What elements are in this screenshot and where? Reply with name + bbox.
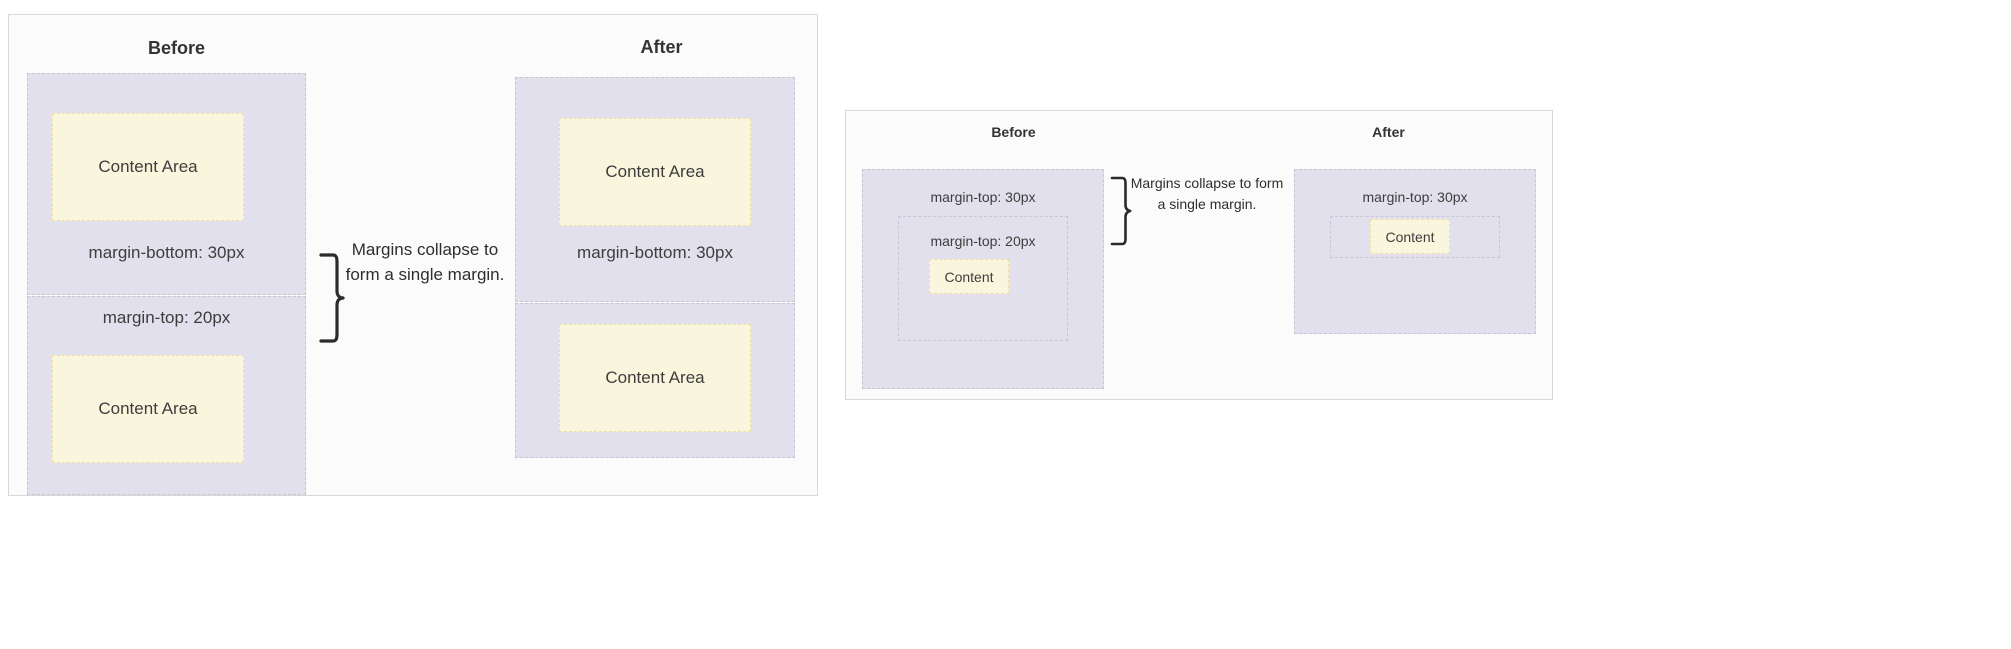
before-content-area-2: Content Area	[52, 355, 244, 463]
before-outer-margin-label: margin-top: 30px	[930, 189, 1036, 205]
before-column-title: Before	[147, 38, 205, 58]
before-margin-bottom-label: margin-bottom: 30px	[88, 243, 245, 262]
after-margin-bottom-label: margin-bottom: 30px	[577, 243, 733, 262]
before-inner-margin-label: margin-top: 20px	[930, 233, 1036, 249]
before-margin-top-label: margin-top: 20px	[102, 308, 231, 327]
curly-brace-icon	[1108, 176, 1132, 246]
margin-collapsing-siblings-diagram: Before After Content Area margin-bottom:…	[8, 14, 818, 496]
margins-collapse-annotation: Margins collapse to form a single margin…	[345, 240, 505, 284]
after-outer-margin-label: margin-top: 30px	[1362, 189, 1468, 205]
after-content-area-2: Content Area	[559, 324, 751, 432]
after-column-title: After	[640, 37, 683, 57]
after-content-area-1: Content Area	[559, 118, 751, 226]
before-content-area-1: Content Area	[52, 113, 244, 221]
after-content-box: Content	[1370, 219, 1450, 254]
before-column-title: Before	[991, 124, 1036, 140]
margins-collapse-annotation: Margins collapse to form a single margin…	[1130, 175, 1284, 212]
margin-collapsing-parent-child-diagram: Before After margin-top: 30px margin-top…	[845, 110, 1553, 400]
curly-brace-icon	[315, 253, 345, 343]
after-column-title: After	[1372, 124, 1405, 140]
before-content-box: Content	[929, 259, 1009, 294]
